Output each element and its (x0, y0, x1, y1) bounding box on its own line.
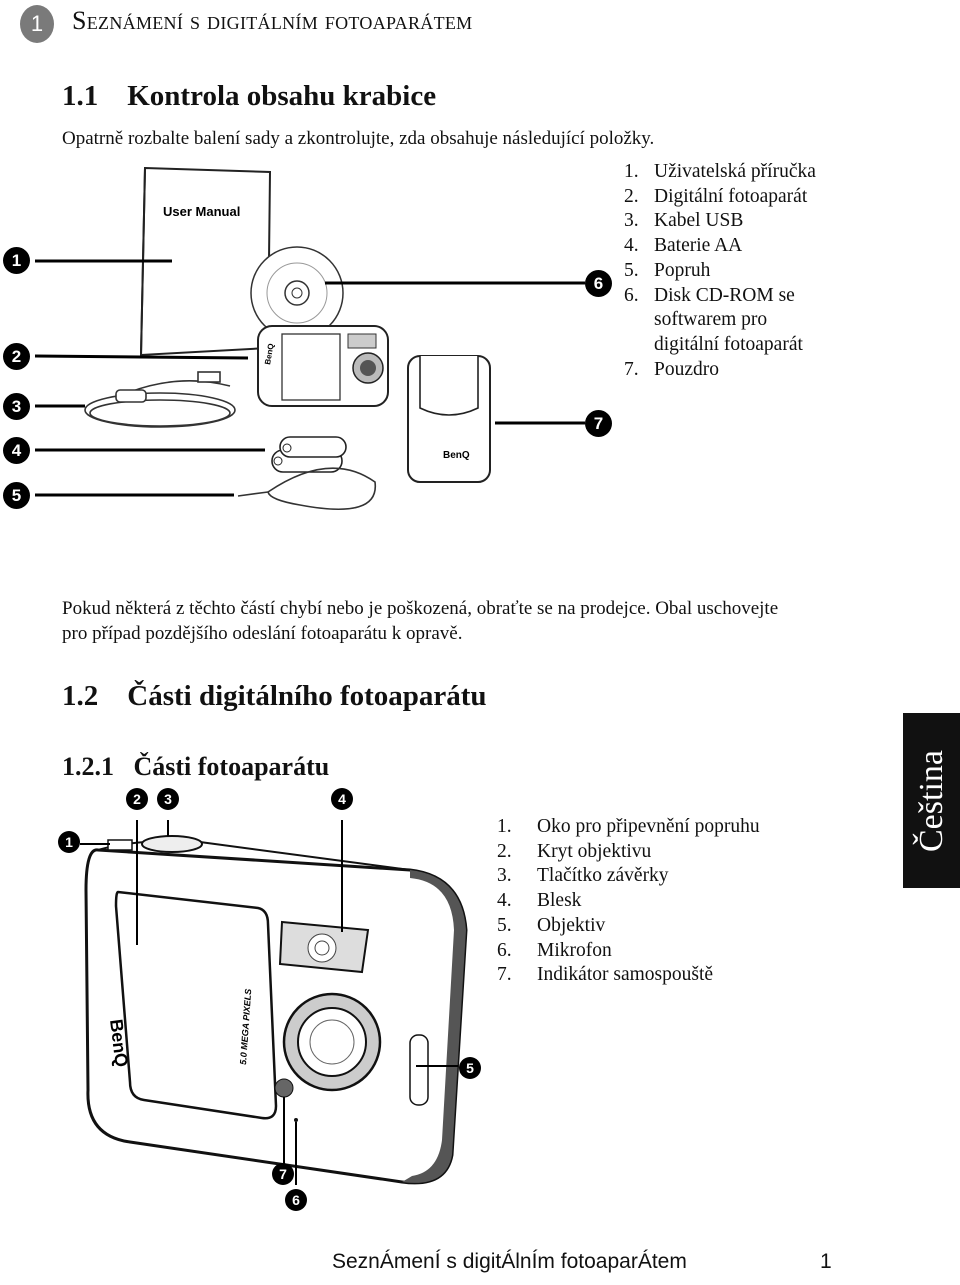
callout-2: 2 (3, 343, 30, 370)
section-title: Části digitálního fotoaparátu (127, 680, 487, 712)
usb-cable-drawing (84, 371, 236, 428)
section-title: Kontrola obsahu krabice (127, 80, 437, 112)
section-number: 1.2 (62, 680, 99, 712)
callout-4: 4 (3, 437, 30, 464)
section-title: Části fotoaparátu (133, 752, 330, 781)
section-number: 1.1 (62, 80, 99, 112)
list-item: 2.Kryt objektivu (497, 840, 652, 862)
list-item: 3.Kabel USB (624, 210, 744, 232)
callout-6: 6 (585, 270, 612, 297)
callout-4: 4 (331, 788, 353, 810)
list-item: 5.Popruh (624, 259, 711, 281)
list-item: 4.Baterie AA (624, 235, 743, 257)
list-item: 3.Tlačítko závěrky (497, 865, 669, 887)
pouch-drawing: BenQ (407, 355, 491, 483)
manual-label: User Manual (163, 204, 240, 219)
list-item: 6.Disk CD-ROM se softwarem pro digitální… (624, 284, 803, 355)
callout-2: 2 (126, 788, 148, 810)
section-1-2-1-heading: 1.2.1 Části fotoaparátu (62, 752, 329, 782)
callout-7: 7 (272, 1163, 294, 1185)
list-item: 7.Pouzdro (624, 358, 719, 380)
section-number: 1.2.1 (62, 752, 114, 781)
camera-parts-illustration: BenQ 5.0 MEGA PIXELS (80, 820, 468, 1185)
box-contents-illustration: User Manual BenQ BenQ (34, 166, 585, 511)
list-item: 1.Uživatelská příručka (624, 161, 816, 182)
callout-1: 1 (3, 247, 30, 274)
camera-brand: BenQ (263, 343, 276, 366)
callout-5: 5 (3, 482, 30, 509)
callout-6: 6 (285, 1189, 307, 1211)
section-1-2-heading: 1.2 Části digitálního fotoaparátu (62, 680, 487, 713)
footer-title: SeznÁmenÍ s digitÁlnÍm fotoaparÁtem (332, 1250, 687, 1273)
missing-parts-note: Pokud některá z těchto částí chybí nebo … (62, 598, 779, 644)
box-contents-list: 1.Uživatelská příručka 2.Digitální fotoa… (624, 160, 859, 382)
list-item: 4.Blesk (497, 890, 582, 912)
camera-parts-list: 1.Oko pro připevnění popruhu 2.Kryt obje… (497, 815, 760, 988)
section-intro: Opatrně rozbalte balení sady a zkontrolu… (62, 128, 655, 149)
language-label: Čeština (912, 749, 950, 852)
list-item: 1.Oko pro připevnění popruhu (497, 816, 760, 837)
chapter-number-badge: 1 (20, 5, 54, 43)
batteries-drawing (271, 436, 347, 473)
callout-3: 3 (3, 393, 30, 420)
list-item: 2.Digitální fotoaparát (624, 185, 808, 207)
camera-drawing: BenQ (257, 325, 389, 407)
callout-1: 1 (58, 831, 80, 853)
language-side-tab: Čeština (903, 713, 960, 888)
pouch-brand: BenQ (443, 450, 470, 461)
callout-3: 3 (157, 788, 179, 810)
callout-7: 7 (585, 410, 612, 437)
strap-drawing (237, 467, 377, 511)
list-item: 6.Mikrofon (497, 939, 612, 961)
cd-rom-drawing (250, 246, 344, 340)
list-item: 7.Indikátor samospouště (497, 964, 714, 986)
page-number: 1 (820, 1250, 832, 1273)
chapter-title: Seznámení s digitálním fotoaparátem (72, 6, 473, 35)
list-item: 5.Objektiv (497, 914, 606, 936)
callout-5: 5 (459, 1057, 481, 1079)
leader-lines (34, 259, 585, 497)
section-1-1-heading: 1.1 Kontrola obsahu krabice (62, 80, 436, 113)
leader-lines (80, 820, 458, 1185)
